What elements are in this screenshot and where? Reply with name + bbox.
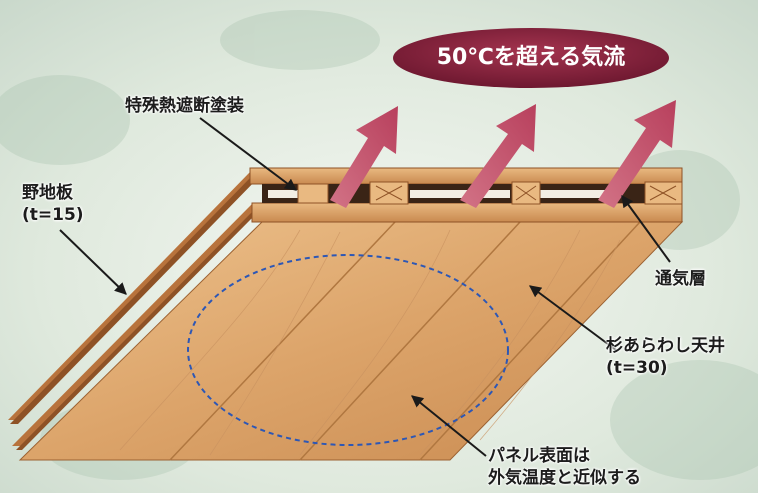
leader-line-cedar — [529, 285, 617, 351]
leader-line-heat-coating — [199, 117, 297, 191]
leader-line-panel-surface — [411, 395, 487, 457]
panel-surface-dashed-circle — [187, 254, 509, 446]
nojiita-thickness: (t=15) — [22, 205, 84, 225]
nojiita-name: 野地板 — [22, 183, 73, 203]
panel-surface-line2: 外気温度と近似する — [488, 468, 641, 488]
airflow-badge-text: 50℃を超える気流 — [436, 45, 626, 70]
cedar-ceiling-name: 杉あらわし天井 — [606, 336, 725, 356]
leader-line-ventilation — [621, 195, 671, 263]
heat-shield-coating-label: 特殊熱遮断塗装 — [125, 96, 244, 116]
cedar-ceiling-thickness: (t=30) — [606, 358, 668, 378]
airflow-badge — [393, 28, 669, 88]
panel-surface-label: パネル表面は 外気温度と近似する — [488, 445, 641, 489]
airflow-arrow-3 — [598, 100, 676, 208]
airflow-arrow-1 — [330, 106, 398, 208]
cedar-ceiling-label: 杉あらわし天井 (t=30) — [606, 335, 725, 379]
panel-surface-line1: パネル表面は — [488, 446, 590, 466]
wood-grain — [119, 229, 621, 456]
nojiita-board — [8, 172, 264, 450]
nojiita-label: 野地板 (t=15) — [22, 182, 84, 226]
leader-lines — [59, 117, 671, 457]
airflow-arrows — [330, 100, 676, 208]
leader-line-nojiita — [59, 229, 127, 295]
airflow-arrow-2 — [460, 104, 536, 208]
ventilation-layer-label: 通気層 — [655, 269, 706, 289]
